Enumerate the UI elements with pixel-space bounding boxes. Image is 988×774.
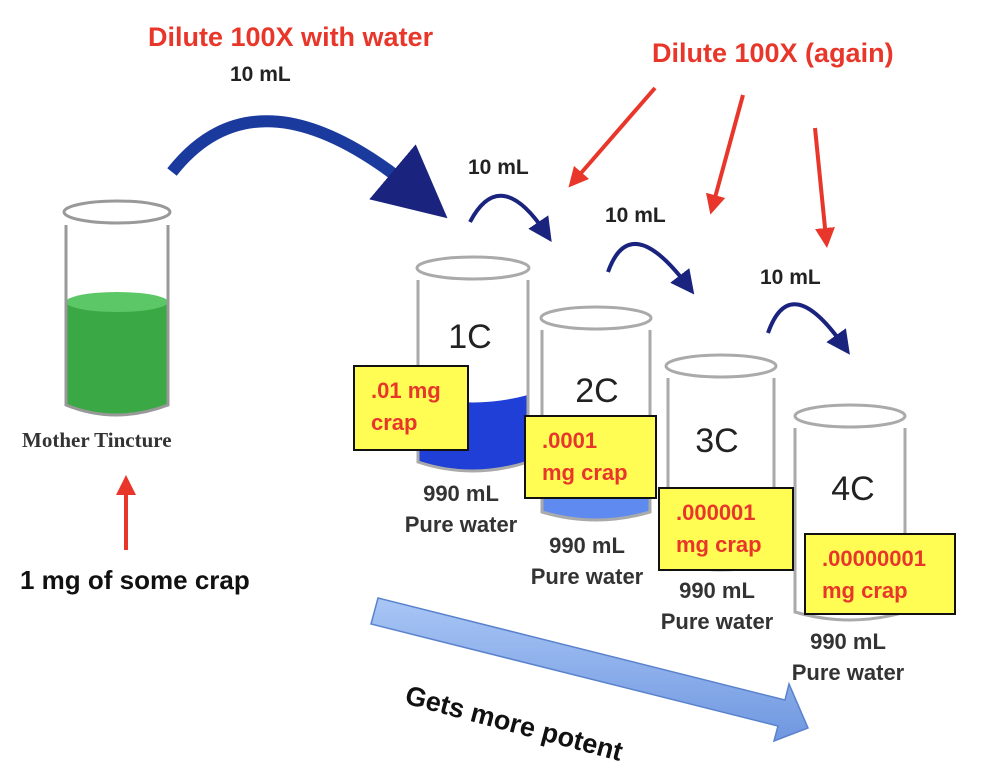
transfer-arrow-3 [766, 302, 850, 355]
jar-volume-label: 990 mL Pure water [792, 626, 905, 688]
jar-label: 4C [831, 470, 875, 508]
jar-label: 2C [575, 372, 619, 410]
jar-label: 3C [695, 422, 739, 460]
jar-volume-label: 990 mL Pure water [531, 530, 644, 592]
amount: .0001 [542, 428, 598, 453]
transfer-arrow-1 [468, 194, 552, 242]
contents: Pure water [791, 660, 905, 685]
amount: .000001 [676, 500, 756, 525]
trend-arrow [370, 597, 809, 743]
amount: .01 mg [371, 378, 441, 403]
mother-tincture-label: Mother Tincture [22, 428, 172, 452]
amount-note-3c: .000001 mg crap [658, 487, 794, 571]
red-arrow-3 [813, 127, 835, 248]
mother-jar [62, 199, 172, 417]
red-arrow-1 [568, 86, 657, 188]
dilute-again-title: Dilute 100X (again) [652, 38, 894, 68]
volume: 990 mL [810, 629, 886, 654]
amount-note-1c: .01 mg crap [353, 365, 469, 451]
red-arrow-2 [705, 94, 745, 215]
amount-note-2c: .0001 mg crap [524, 415, 657, 499]
jar-volume-label: 990 mL Pure water [661, 575, 774, 637]
amount-unit: mg crap [676, 532, 762, 557]
amount-unit: mg crap [822, 578, 908, 603]
transfer-arrow-main [167, 115, 448, 219]
amount-unit: mg crap [542, 460, 628, 485]
jar-volume-label: 990 mL Pure water [405, 478, 518, 540]
transfer-label: 10 mL [605, 204, 666, 227]
transfer-arrow-2 [606, 242, 695, 295]
mother-amount-note: 1 mg of some crap [20, 565, 250, 595]
contents: Pure water [530, 564, 644, 589]
amount: .00000001 [822, 546, 926, 571]
dilute-first-title: Dilute 100X with water [148, 22, 434, 52]
volume: 990 mL [549, 533, 625, 558]
volume: 990 mL [423, 481, 499, 506]
transfer-label: 10 mL [230, 63, 291, 86]
transfer-label: 10 mL [760, 266, 821, 289]
contents: Pure water [404, 512, 518, 537]
transfer-label: 10 mL [468, 156, 529, 179]
volume: 990 mL [679, 578, 755, 603]
contents: Pure water [660, 609, 774, 634]
amount-note-4c: .00000001 mg crap [804, 533, 956, 615]
amount-unit: crap [371, 410, 418, 435]
jar-label: 1C [448, 318, 492, 356]
